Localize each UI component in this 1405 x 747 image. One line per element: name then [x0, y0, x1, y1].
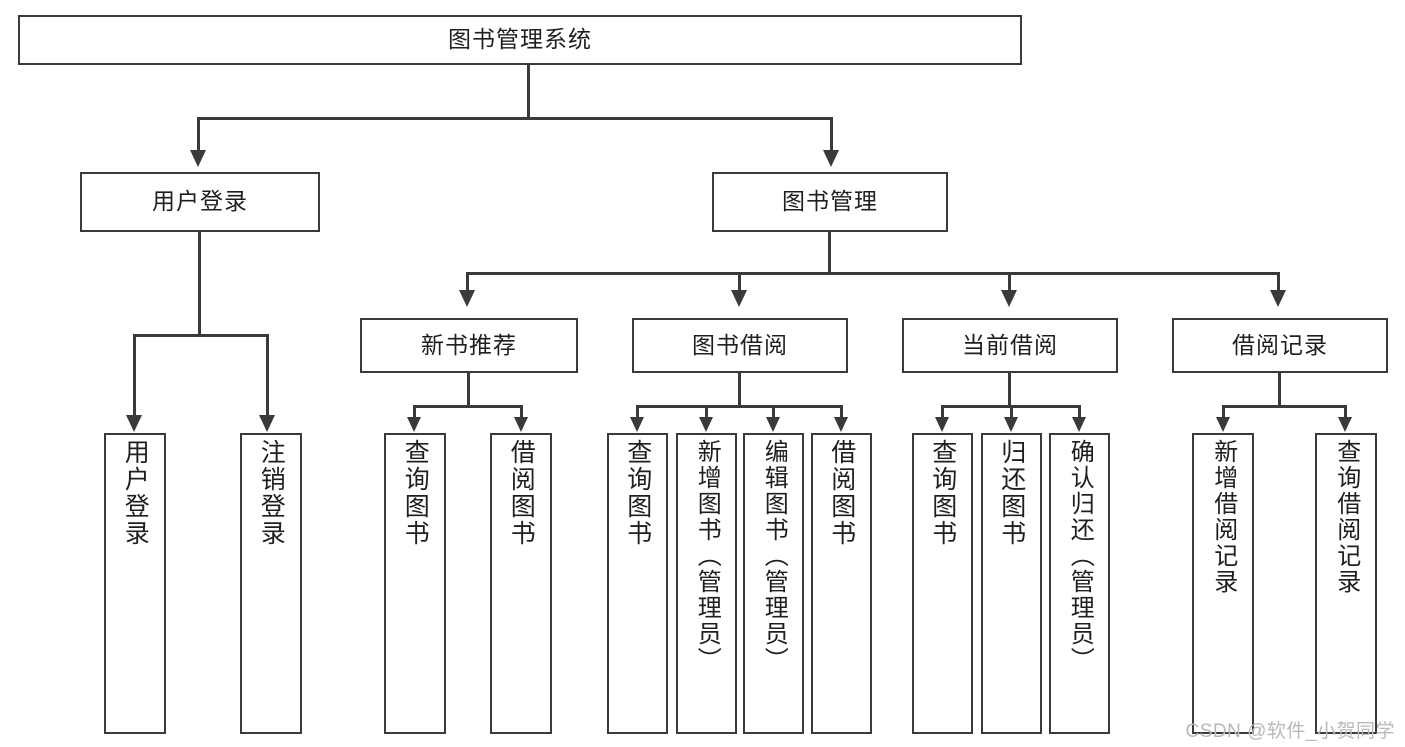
connector-new-book-bus: [413, 405, 523, 408]
connector-current-borrow-stem: [1008, 373, 1011, 407]
connector-bb-to-leaf-1: [705, 405, 708, 419]
node-label: 新书推荐: [421, 331, 517, 358]
leaf-label: 新增图书（管理员）: [693, 439, 721, 673]
connector-cb-to-leaf-1: [1010, 405, 1013, 419]
connector-nb-to-leaf-1: [520, 405, 523, 419]
connector-borrow-record-bus: [1222, 405, 1347, 408]
leaf-label: 查询借阅记录: [1332, 439, 1360, 595]
arrow-br-to-leaf-0: [1216, 417, 1230, 432]
connector-bb-to-leaf-0: [636, 405, 639, 419]
leaf-user-login-1[interactable]: 注销登录: [240, 433, 302, 734]
arrow-br-to-leaf-1: [1338, 417, 1352, 432]
arrow-nb-to-leaf-1: [514, 417, 528, 432]
leaf-label: 用户登录: [121, 439, 150, 547]
node-label: 图书管理系统: [448, 26, 592, 53]
leaf-current-borrow-2[interactable]: 确认归还（管理员）: [1049, 433, 1110, 734]
arrow-bm-to-borrow-record: [1270, 290, 1286, 307]
connector-bm-to-borrow-record: [1277, 272, 1280, 292]
arrow-root-to-user-login: [190, 150, 206, 167]
leaf-new-book-0[interactable]: 查询图书: [384, 433, 446, 734]
connector-root-to-book-management: [830, 117, 833, 152]
leaf-label: 借阅图书: [827, 439, 856, 547]
node-label: 借阅记录: [1232, 331, 1328, 358]
arrow-cb-to-leaf-0: [935, 417, 949, 432]
arrow-cb-to-leaf-2: [1072, 417, 1086, 432]
arrow-bb-to-leaf-2: [766, 417, 780, 432]
connector-book-borrow-bus: [636, 405, 843, 408]
leaf-book-borrow-1[interactable]: 新增图书（管理员）: [676, 433, 737, 734]
node-user-login[interactable]: 用户登录: [80, 172, 320, 232]
node-book-borrow[interactable]: 图书借阅: [632, 318, 848, 373]
leaf-label: 借阅图书: [507, 439, 536, 547]
leaf-book-borrow-3[interactable]: 借阅图书: [811, 433, 872, 734]
connector-bb-to-leaf-2: [772, 405, 775, 419]
connector-user-login-stem: [198, 232, 201, 336]
arrow-bb-to-leaf-0: [630, 417, 644, 432]
connector-br-to-leaf-0: [1222, 405, 1225, 419]
connector-user-login-to-leaf-1: [266, 334, 269, 417]
leaf-label: 查询图书: [928, 439, 957, 547]
connector-bm-to-new-book: [466, 272, 469, 292]
connector-user-login-to-leaf-0: [133, 334, 136, 417]
connector-nb-to-leaf-0: [413, 405, 416, 419]
connector-book-management-stem: [828, 232, 831, 274]
node-label: 当前借阅: [962, 331, 1058, 358]
node-book-management[interactable]: 图书管理: [712, 172, 948, 232]
leaf-label: 注销登录: [257, 439, 286, 547]
arrow-bb-to-leaf-1: [699, 417, 713, 432]
connector-bm-to-current-borrow: [1008, 272, 1011, 292]
arrow-root-to-book-management: [823, 150, 839, 167]
node-label: 图书管理: [782, 188, 878, 215]
connector-new-book-stem: [467, 373, 470, 407]
connector-book-management-bus: [466, 272, 1280, 275]
connector-root-to-user-login: [197, 117, 200, 152]
leaf-current-borrow-1[interactable]: 归还图书: [981, 433, 1042, 734]
node-root-book-management-system[interactable]: 图书管理系统: [18, 15, 1022, 65]
node-label: 图书借阅: [692, 331, 788, 358]
connector-borrow-record-stem: [1278, 373, 1281, 407]
arrow-user-login-to-leaf-1: [259, 415, 275, 432]
leaf-new-book-1[interactable]: 借阅图书: [490, 433, 552, 734]
leaf-label: 编辑图书（管理员）: [760, 439, 788, 673]
connector-root-bus: [197, 117, 833, 120]
arrow-bb-to-leaf-3: [834, 417, 848, 432]
node-label: 用户登录: [152, 188, 248, 215]
arrow-user-login-to-leaf-0: [126, 415, 142, 432]
leaf-label: 确认归还（管理员）: [1066, 439, 1094, 673]
leaf-label: 查询图书: [401, 439, 430, 547]
arrow-bm-to-book-borrow: [731, 290, 747, 307]
arrow-bm-to-new-book: [459, 290, 475, 307]
connector-root-stem: [527, 65, 530, 119]
leaf-label: 新增借阅记录: [1209, 439, 1237, 595]
node-current-borrow[interactable]: 当前借阅: [902, 318, 1118, 373]
connector-bm-to-book-borrow: [738, 272, 741, 292]
node-new-book-recommend[interactable]: 新书推荐: [360, 318, 578, 373]
connector-book-borrow-stem: [738, 373, 741, 407]
leaf-book-borrow-2[interactable]: 编辑图书（管理员）: [743, 433, 804, 734]
leaf-current-borrow-0[interactable]: 查询图书: [912, 433, 973, 734]
leaf-user-login-0[interactable]: 用户登录: [104, 433, 166, 734]
arrow-nb-to-leaf-0: [407, 417, 421, 432]
leaf-borrow-record-0[interactable]: 新增借阅记录: [1192, 433, 1254, 734]
leaf-book-borrow-0[interactable]: 查询图书: [607, 433, 668, 734]
connector-cb-to-leaf-0: [941, 405, 944, 419]
leaf-borrow-record-1[interactable]: 查询借阅记录: [1315, 433, 1377, 734]
connector-cb-to-leaf-2: [1078, 405, 1081, 419]
leaf-label: 查询图书: [623, 439, 652, 547]
connector-br-to-leaf-1: [1344, 405, 1347, 419]
node-borrow-record[interactable]: 借阅记录: [1172, 318, 1388, 373]
connector-bb-to-leaf-3: [840, 405, 843, 419]
leaf-label: 归还图书: [997, 439, 1026, 547]
arrow-bm-to-current-borrow: [1001, 290, 1017, 307]
connector-user-login-bus: [133, 334, 269, 337]
arrow-cb-to-leaf-1: [1004, 417, 1018, 432]
